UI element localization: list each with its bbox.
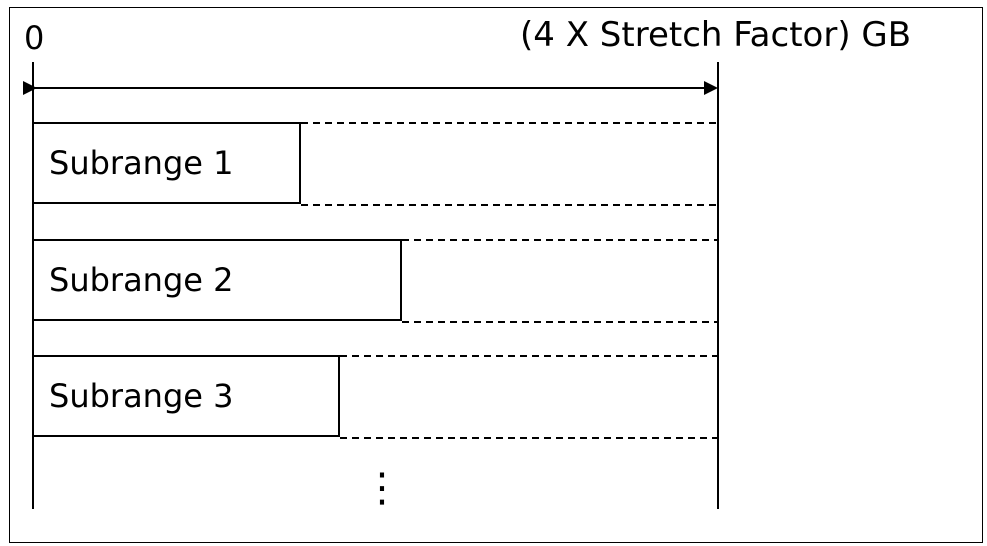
continuation-ellipsis: ⋮ [362,465,402,511]
subrange-3-box: Subrange 3 [33,355,340,437]
range-end-label: (4 X Stretch Factor) GB [520,15,912,55]
diagram-frame [9,7,983,543]
range-start-label: 0 [24,19,45,57]
subrange-1-box: Subrange 1 [33,122,301,204]
subrange-2-box: Subrange 2 [33,239,402,321]
